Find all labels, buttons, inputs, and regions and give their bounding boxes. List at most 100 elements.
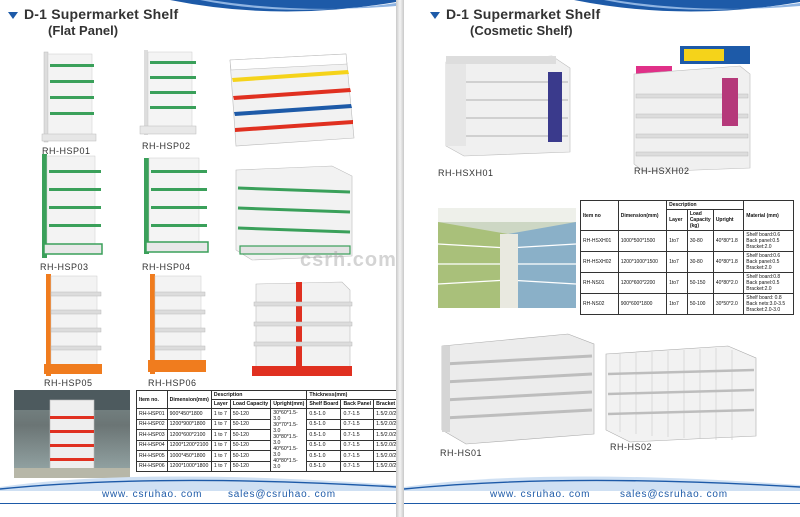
shelf-image-double-red	[246, 278, 356, 382]
th-bracket: Bracket	[373, 399, 396, 409]
footer-website-link[interactable]: www. csruhao. com	[102, 489, 203, 500]
cell-layer: 1 to 7	[210, 450, 231, 462]
shelf-image-wall-multicolor	[226, 50, 358, 150]
footer-website-link[interactable]: www. csruhao. com	[490, 489, 591, 500]
cell-layer: 1to7	[666, 293, 688, 315]
cell-layer: 1to7	[666, 251, 688, 273]
cell-bracket: 1.5/2.0/2.5	[373, 450, 396, 462]
cell-material: Shelf board:0.6 Back panel:0.5 Bracket:2…	[743, 230, 794, 252]
th-dimension: Dimension(mm)	[166, 390, 212, 409]
cell-layer: 1to7	[666, 272, 688, 294]
left-title: D-1 Supermarket Shelf	[24, 6, 179, 22]
cell-back-panel: 0.7-1.5	[340, 408, 375, 420]
cell-layer: 1to7	[666, 230, 688, 252]
cell-item: RH-HSP04	[136, 439, 168, 451]
cell-upright: 40*80*2.0	[712, 272, 745, 294]
shelf-image-hsp03	[40, 152, 104, 260]
cell-dimension: 1200*1000*1500	[617, 251, 668, 273]
shelf-image-hs01	[438, 330, 598, 446]
triangle-bullet-icon	[430, 11, 440, 19]
cosmetic-shelf-image-hsxh02	[630, 44, 754, 176]
footer-wave-right	[404, 476, 800, 491]
th-back-panel: Back Panel	[340, 399, 375, 409]
cell-bracket: 1.5/2.0/2.5	[373, 439, 396, 451]
left-subtitle: (Flat Panel)	[48, 23, 119, 38]
cell-material: Shelf board:0.8 Back panel:0.5 Bracket:2…	[743, 272, 794, 294]
cell-layer: 1 to 7	[210, 418, 231, 430]
footer-rule	[0, 503, 396, 504]
footer-wave	[0, 476, 396, 491]
cell-bracket: 1.5/2.0/2.5	[373, 418, 396, 430]
cell-back-panel: 0.7-1.5	[340, 450, 375, 462]
cell-upright: 40*80*1.8	[712, 230, 745, 252]
cell-load: 50-120	[229, 408, 272, 420]
cell-load: 50-120	[229, 429, 272, 441]
cell-material: Shelf board: 0.8 Back nets:3.0-3.5 Brack…	[743, 293, 794, 315]
cell-item: RH-HSXH02	[580, 251, 619, 273]
left-footer: www. csruhao. com sales@csruhao. com	[0, 487, 396, 517]
footer-email-link[interactable]: sales@csruhao. com	[620, 489, 728, 500]
cell-shelf-board: 0.5-1.0	[306, 439, 342, 451]
cell-shelf-board: 0.5-1.0	[306, 450, 342, 462]
cell-load: 50-150	[686, 272, 714, 294]
th-load: Load Capacity	[229, 399, 272, 409]
product-code-hsxh01: RH-HSXH01	[438, 168, 494, 178]
cell-item: RH-NS01	[580, 272, 619, 294]
spec-table-flat-panel: Item no. Dimension(mm) Description Thick…	[136, 390, 396, 472]
product-code-hsp02: RH-HSP02	[142, 141, 191, 151]
cell-dimension: 1200*1200*2100	[166, 439, 212, 451]
th-description-r: Description	[666, 200, 745, 210]
cell-dimension: 1200*600*2100	[166, 429, 212, 441]
cell-bracket: 1.5/2.0/2.5	[373, 460, 396, 472]
shelf-image-hs02-wire	[600, 340, 760, 444]
cell-item: RH-HSP03	[136, 429, 168, 441]
cell-item: RH-HSP05	[136, 450, 168, 462]
cell-dimension: 900*600*1800	[617, 293, 668, 315]
th-layer: Layer	[210, 399, 231, 409]
th-upright-r: Upright	[712, 209, 745, 231]
cell-upright: 30*60*1.5-3.0 30*70*1.5-3.0 30*80*1.5-3.…	[270, 408, 308, 472]
th-item-no: Item no	[580, 200, 619, 231]
cell-load: 50-120	[229, 450, 272, 462]
th-item: Item no.	[136, 390, 168, 409]
product-code-hsp01: RH-HSP01	[42, 146, 91, 156]
shelf-image-hsp01	[38, 50, 98, 145]
shelf-image-hsp06	[144, 272, 208, 376]
cell-upright: 30*50*2.0	[712, 293, 745, 315]
product-code-hsp04: RH-HSP04	[142, 262, 191, 272]
th-layer-r: Layer	[666, 209, 688, 231]
cell-item: RH-HSXH01	[580, 230, 619, 252]
cell-back-panel: 0.7-1.5	[340, 418, 375, 430]
cell-upright: 40*80*1.8	[712, 251, 745, 273]
cell-item: RH-HSP01	[136, 408, 168, 420]
cell-layer: 1 to 7	[210, 439, 231, 451]
th-description: Description	[210, 390, 308, 400]
left-page: D-1 Supermarket Shelf (Flat Panel) RH-HS…	[0, 0, 396, 517]
footer-email-link[interactable]: sales@csruhao. com	[228, 489, 336, 500]
cell-load: 30-80	[686, 251, 714, 273]
shelf-image-double-green	[232, 162, 356, 262]
cell-dimension: 1200*600*2200	[617, 272, 668, 294]
cell-load: 50-120	[229, 418, 272, 430]
cell-item: RH-HSP02	[136, 418, 168, 430]
cell-layer: 1 to 7	[210, 408, 231, 420]
product-code-hsp05: RH-HSP05	[44, 378, 93, 388]
cosmetic-shelf-image-hsxh01	[440, 52, 580, 160]
cell-material: Shelf board:0.6 Back panel:0.5 Bracket:2…	[743, 251, 794, 273]
cell-layer: 1 to 7	[210, 429, 231, 441]
watermark-text: csrh.com	[300, 249, 396, 271]
cell-load: 50-120	[229, 460, 272, 472]
product-code-hsxh02: RH-HSXH02	[634, 166, 690, 176]
cell-shelf-board: 0.5-1.0	[306, 429, 342, 441]
product-code-hsp03: RH-HSP03	[40, 262, 89, 272]
th-dimension-r: Dimension(mm)	[617, 200, 668, 231]
th-shelf-board: Shelf Board	[306, 399, 342, 409]
